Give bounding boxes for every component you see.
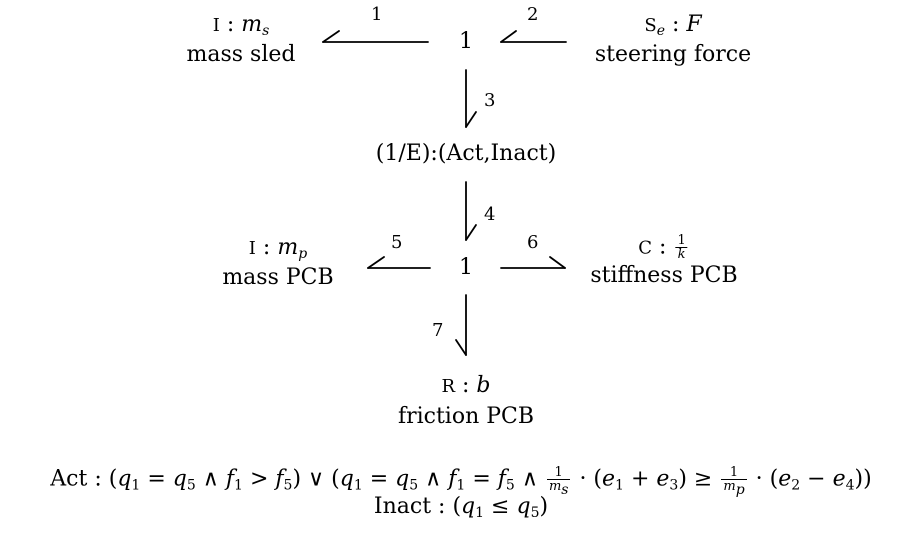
bond-7-arrow [455,294,467,356]
stiffness-pcb-name: stiffness PCB [590,263,738,288]
node-mass-pcb: I : mp mass PCB [222,235,334,290]
friction-pcb-name: friction PCB [397,404,535,429]
bond-5-arrow [367,256,431,269]
bond-3-label: 3 [484,90,496,111]
node-steering-force: Se : F steering force [594,12,752,67]
bond-6-label: 6 [527,232,539,253]
switch-element: (1/E):(Act,Inact) [375,141,557,166]
junction-bottom: 1 [459,255,473,280]
act-condition: Act : (q1 = q5 ∧ f1 > f5) ∨ (q1 = q5 ∧ f… [50,465,872,498]
bond-5-label: 5 [391,232,403,253]
bond-1-label: 1 [371,4,383,25]
bond-2-arrow [500,30,567,43]
mass-sled-name: mass sled [186,42,296,67]
bond-7-label: 7 [432,320,444,341]
bond-4-label: 4 [484,204,496,225]
node-friction-pcb: R : b friction PCB [397,373,535,429]
bond-4-arrow [465,181,477,241]
bond-6-arrow [500,256,566,269]
steering-force-name: steering force [594,42,752,67]
bond-2-label: 2 [527,4,539,25]
junction-top: 1 [459,29,473,54]
mass-pcb-name: mass PCB [222,265,334,290]
bond-1-arrow [322,30,429,43]
node-mass-sled: I : ms mass sled [186,12,296,67]
bond-3-arrow [465,69,477,128]
inact-condition: Inact : (q1 ≤ q5) [373,494,549,521]
